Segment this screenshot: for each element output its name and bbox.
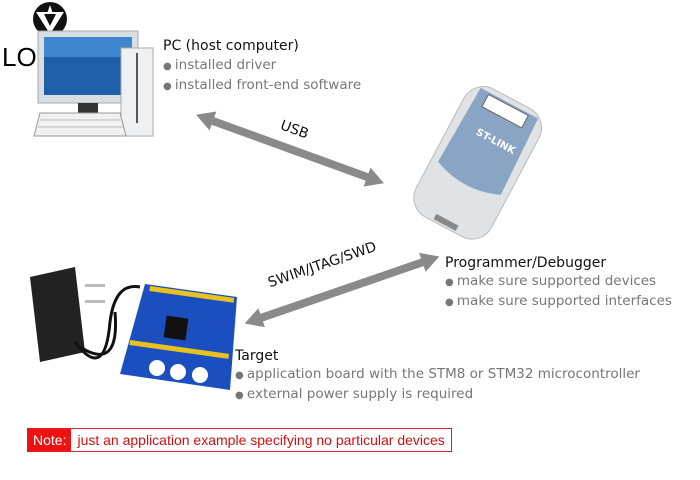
usb-arrow xyxy=(196,111,384,187)
programmer-bullet: make sure supported interfaces xyxy=(445,292,672,312)
pc-bullets: installed driver installed front-end sof… xyxy=(163,56,361,96)
note-text: just an application example specifying n… xyxy=(77,432,445,448)
target-board-illustration xyxy=(30,267,237,390)
programmer-title: Programmer/Debugger xyxy=(445,255,607,271)
note-box: Note: just an application example specif… xyxy=(27,428,452,452)
target-bullet: application board with the STM8 or STM32… xyxy=(235,365,640,385)
pc-title: PC (host computer) xyxy=(163,38,299,54)
pc-illustration xyxy=(33,30,154,137)
pc-bullet: installed front-end software xyxy=(163,76,361,96)
programmer-bullets: make sure supported devices make sure su… xyxy=(445,272,672,312)
note-tag: Note: xyxy=(28,429,72,451)
programmer-bullet: make sure supported devices xyxy=(445,272,672,292)
pc-bullet: installed driver xyxy=(163,56,361,76)
target-bullets: application board with the STM8 or STM32… xyxy=(235,365,640,405)
debug-arrow xyxy=(244,252,440,328)
logo-emblem-icon xyxy=(33,2,67,36)
st-link-device: ST-LINK xyxy=(413,86,542,240)
target-bullet: external power supply is required xyxy=(235,385,640,405)
target-title: Target xyxy=(235,348,279,364)
